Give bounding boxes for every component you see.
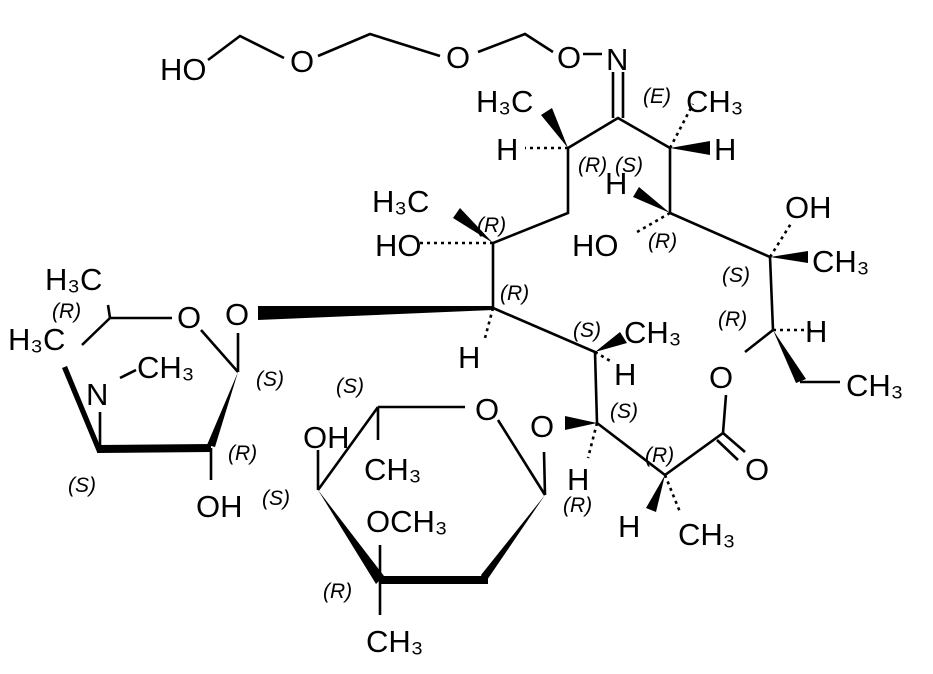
atom-label: H [614, 357, 636, 392]
atom-label: H [618, 509, 640, 544]
atom-label: O [177, 300, 201, 335]
atom-label: H [605, 166, 627, 201]
atom-label: O [557, 40, 581, 75]
atom-label: N [86, 377, 108, 412]
atom-label: O [709, 360, 733, 395]
stereo-label: (R) [578, 154, 607, 177]
atom-label: O [475, 392, 499, 427]
stereo-label: (S) [722, 264, 750, 287]
atom-label: CH₃ [624, 315, 681, 350]
atom-label: H [714, 132, 736, 167]
stereo-label: (S) [573, 319, 601, 342]
atom-label: H₃C [45, 262, 102, 297]
stereo-label: (R) [718, 308, 747, 331]
atom-label: H₃C [372, 184, 429, 219]
atom-label: HO [375, 228, 422, 263]
atom-label: CH₃ [812, 244, 869, 279]
stereo-label: (S) [615, 154, 643, 177]
atom-label: O [745, 452, 769, 487]
stereo-label: (R) [563, 494, 592, 517]
stereo-label: (R) [645, 444, 674, 467]
stereo-label: (R) [500, 282, 529, 305]
atom-label: OCH₃ [366, 504, 448, 539]
atom-label: HO [572, 228, 619, 263]
stereo-label: (S) [610, 400, 638, 423]
atom-label: CH₃ [137, 350, 194, 385]
atom-label: H [458, 340, 480, 375]
atom-label: N [606, 42, 628, 77]
stereo-label: (R) [477, 214, 506, 237]
atom-label: CH₃ [678, 517, 735, 552]
atom-label: O [530, 409, 554, 444]
atom-labels: HO O O O N H₃C CH₃ H H H H₃C OH HO HO CH… [8, 40, 903, 659]
atom-label: H₃C [8, 322, 65, 357]
atom-label: O [290, 44, 314, 79]
atom-label: H₃C [476, 84, 533, 119]
atom-label: HO [160, 52, 207, 87]
stereo-label: (S) [68, 474, 96, 497]
atom-label: CH₃ [846, 368, 903, 403]
bonds [62, 32, 840, 615]
atom-label: H [567, 462, 589, 497]
stereo-labels: (E) (R) (S) (R) (R) (S) (R) (R) (R) (S) … [52, 85, 750, 603]
atom-label: CH₃ [686, 84, 743, 119]
atom-label: H [805, 314, 827, 349]
atom-label: O [225, 297, 249, 332]
atom-label: H [496, 132, 518, 167]
atom-label: OH [196, 489, 243, 524]
atom-label: OH [785, 190, 832, 225]
atom-label: CH₃ [366, 624, 423, 659]
stereo-label: (E) [643, 85, 671, 108]
stereo-label: (R) [52, 300, 81, 323]
stereo-label: (S) [336, 375, 364, 398]
stereo-label: (R) [228, 442, 257, 465]
atom-label: OH [303, 420, 350, 455]
atom-label: O [446, 40, 470, 75]
atom-label: CH₃ [364, 452, 421, 487]
stereo-label: (R) [323, 580, 352, 603]
stereo-label: (R) [648, 230, 677, 253]
stereo-label: (S) [256, 368, 284, 391]
stereo-label: (S) [262, 487, 290, 510]
